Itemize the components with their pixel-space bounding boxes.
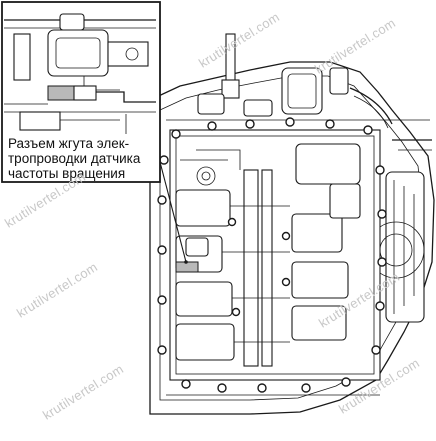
bell-housing	[367, 139, 432, 323]
callout-line-2: тропроводки датчика	[8, 151, 141, 166]
callout-line-1: Разъем жгута элек-	[8, 136, 130, 151]
top-fittings	[197, 33, 393, 129]
speed-sensor-connector-label: Разъем жгута элек- тропроводки датчика ч…	[8, 136, 158, 181]
callout-line-3: частоты вращения	[8, 166, 126, 181]
mounting-bolts	[157, 117, 387, 393]
transmission-housing	[149, 61, 435, 415]
callout-leader	[159, 161, 188, 264]
valve-body	[169, 129, 381, 381]
